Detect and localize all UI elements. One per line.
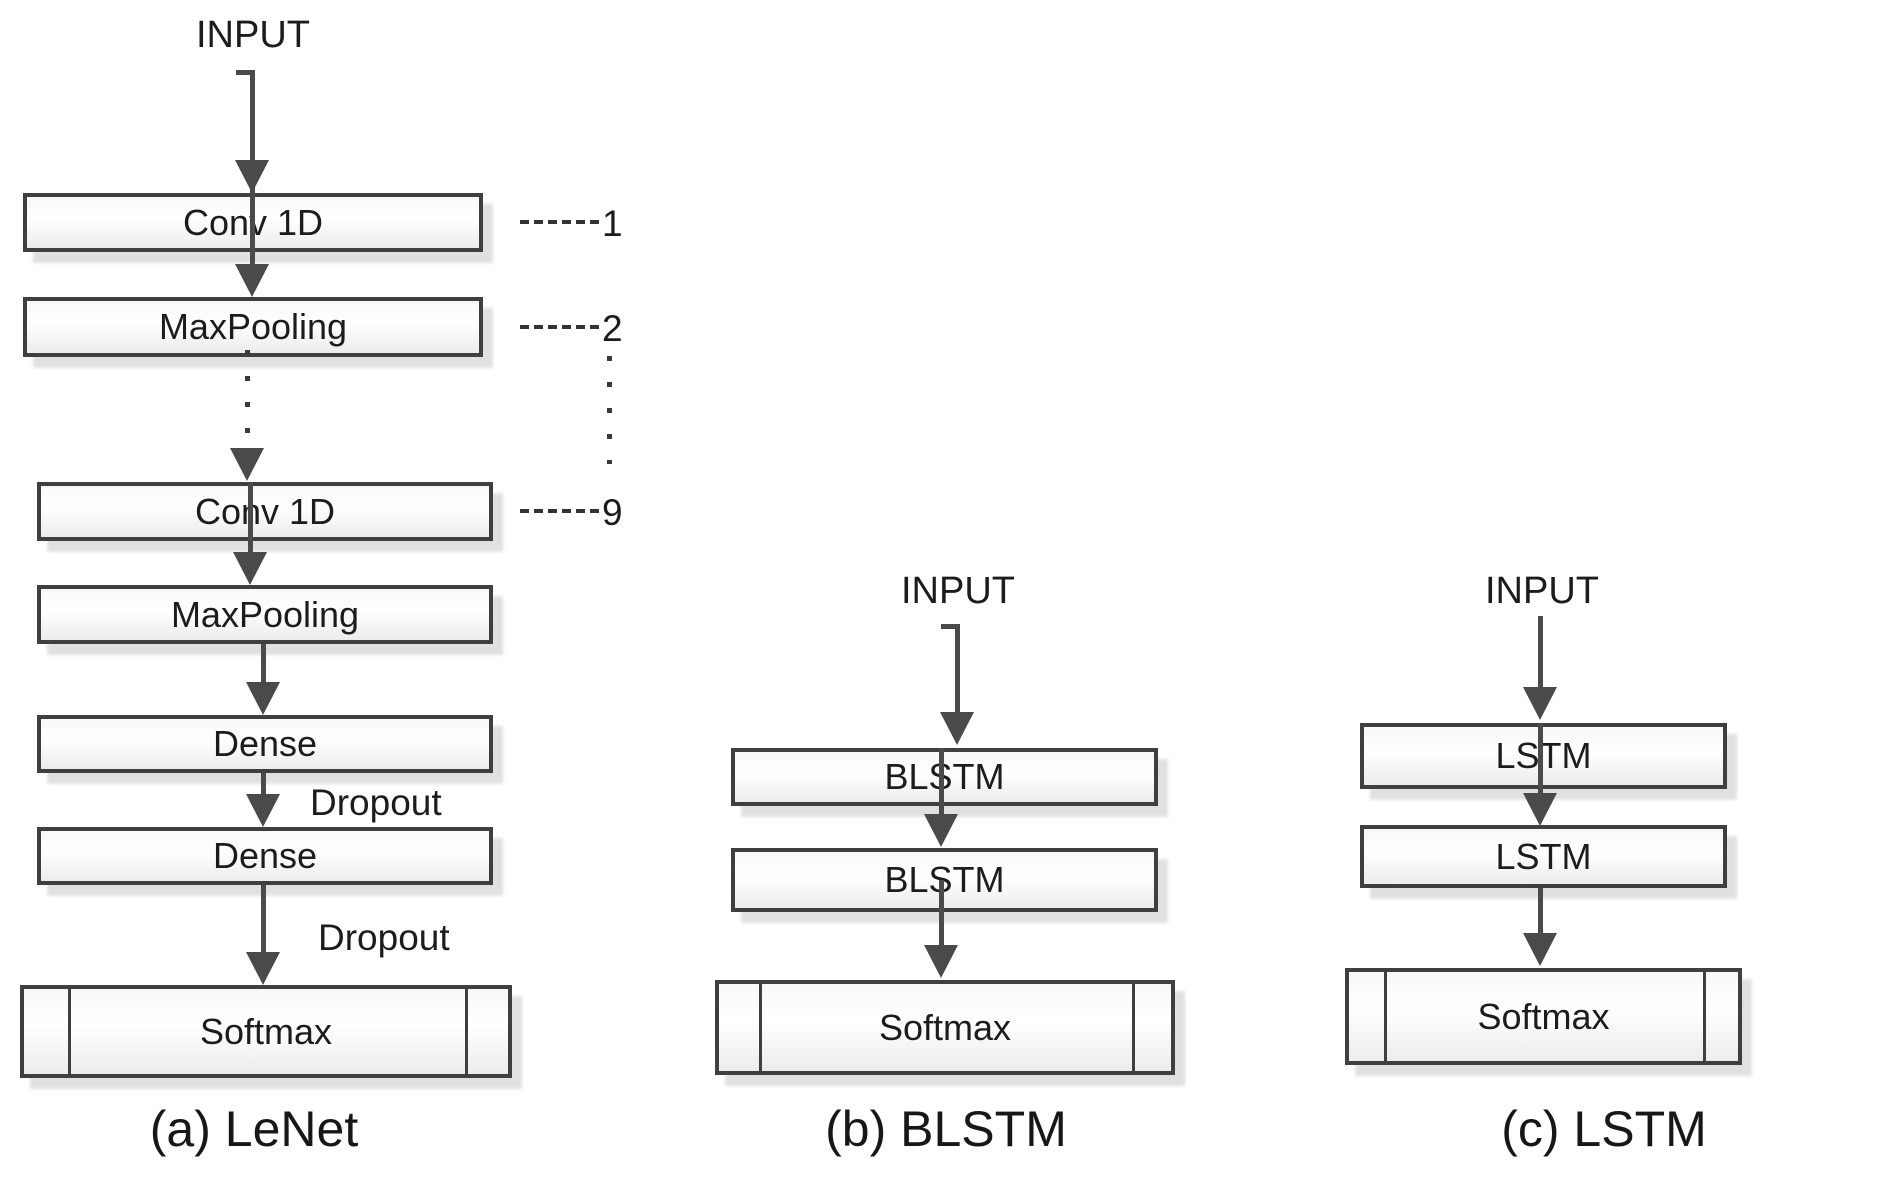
blstm-input-label: INPUT [901, 570, 1015, 612]
arrowhead-icon [1523, 793, 1557, 826]
lenet-input-label: INPUT [196, 14, 310, 56]
blstm-softmax-box: Softmax [715, 980, 1175, 1075]
ellipsis-number-dots [607, 356, 612, 464]
arrow-stem [939, 880, 944, 947]
lenet-dense-1-label: Dense [212, 723, 318, 764]
lenet-softmax-box: Softmax [20, 985, 512, 1078]
lstm-softmax-label: Softmax [1477, 995, 1610, 1037]
lstm-2-box: LSTM [1360, 825, 1727, 888]
lenet-maxpooling-1-label: MaxPooling [158, 306, 348, 347]
softmax-cell-divider [68, 989, 71, 1074]
caption-blstm: (b) BLSTM [825, 1101, 1067, 1157]
arrowhead-icon [233, 552, 267, 585]
lenet-maxpooling-2-label: MaxPooling [170, 593, 360, 635]
lenet-maxpooling-2-box: MaxPooling [37, 585, 493, 644]
blstm-1-box: BLSTM [731, 748, 1158, 806]
arrow-stem [261, 773, 266, 796]
softmax-cell-divider [465, 989, 468, 1074]
dropout-label-1: Dropout [310, 782, 442, 823]
softmax-cell-divider [759, 984, 762, 1071]
layer-number-9: 9 [602, 492, 623, 533]
arrowhead-icon [924, 814, 958, 847]
softmax-cell-divider [1132, 984, 1135, 1071]
arrowhead-icon [235, 264, 269, 297]
lenet-dense-2-box: Dense [37, 827, 493, 885]
arrow-stem [261, 885, 266, 954]
softmax-cell-divider [1384, 972, 1387, 1061]
arrowhead-icon [1523, 687, 1557, 720]
softmax-cell-divider [1703, 972, 1706, 1061]
lstm-1-box: LSTM [1360, 723, 1727, 789]
input-arrow-hook [236, 70, 252, 75]
callout-dash-line [520, 220, 600, 224]
arrowhead-icon [230, 448, 264, 481]
blstm-1-label: BLSTM [884, 756, 1005, 797]
arrowhead-icon [246, 952, 280, 985]
arrowhead-icon [1523, 933, 1557, 966]
lstm-softmax-box: Softmax [1345, 968, 1742, 1065]
ellipsis-flow-dots [245, 350, 250, 442]
lstm-2-label: LSTM [1495, 835, 1592, 877]
blstm-2-label: BLSTM [884, 859, 1005, 900]
callout-dash-line [520, 325, 600, 329]
caption-lenet: (a) LeNet [149, 1101, 359, 1157]
lenet-softmax-label: Softmax [199, 1010, 333, 1052]
arrow-stem [248, 482, 253, 554]
lenet-conv1d-2-label: Conv 1D [194, 490, 336, 532]
arrowhead-icon [940, 712, 974, 745]
lenet-dense-1-box: Dense [37, 715, 493, 773]
lenet-maxpooling-1-box: MaxPooling [23, 297, 483, 357]
arrow-stem [1538, 888, 1543, 935]
layer-number-1: 1 [602, 203, 623, 244]
arrow-stem [261, 644, 266, 684]
arrow-stem [939, 748, 944, 816]
layer-number-2: 2 [602, 308, 623, 349]
callout-dash-line [520, 509, 600, 513]
dropout-label-2: Dropout [318, 917, 450, 958]
lstm-input-label: INPUT [1485, 570, 1599, 612]
blstm-softmax-label: Softmax [878, 1006, 1012, 1048]
lstm-1-label: LSTM [1495, 735, 1592, 776]
lenet-conv1d-2-box: Conv 1D [37, 482, 493, 541]
arrow-stem [1538, 723, 1543, 797]
blstm-2-box: BLSTM [731, 848, 1158, 912]
input-arrow-stem [955, 624, 960, 714]
arrowhead-icon [246, 682, 280, 715]
input-arrow-stem [1538, 616, 1543, 690]
lenet-dense-2-label: Dense [212, 835, 318, 876]
arrowhead-icon [246, 794, 280, 827]
caption-lstm: (c) LSTM [1501, 1101, 1707, 1157]
arrowhead-icon [235, 160, 269, 193]
arrowhead-icon [924, 945, 958, 978]
input-arrow-hook [941, 624, 957, 629]
